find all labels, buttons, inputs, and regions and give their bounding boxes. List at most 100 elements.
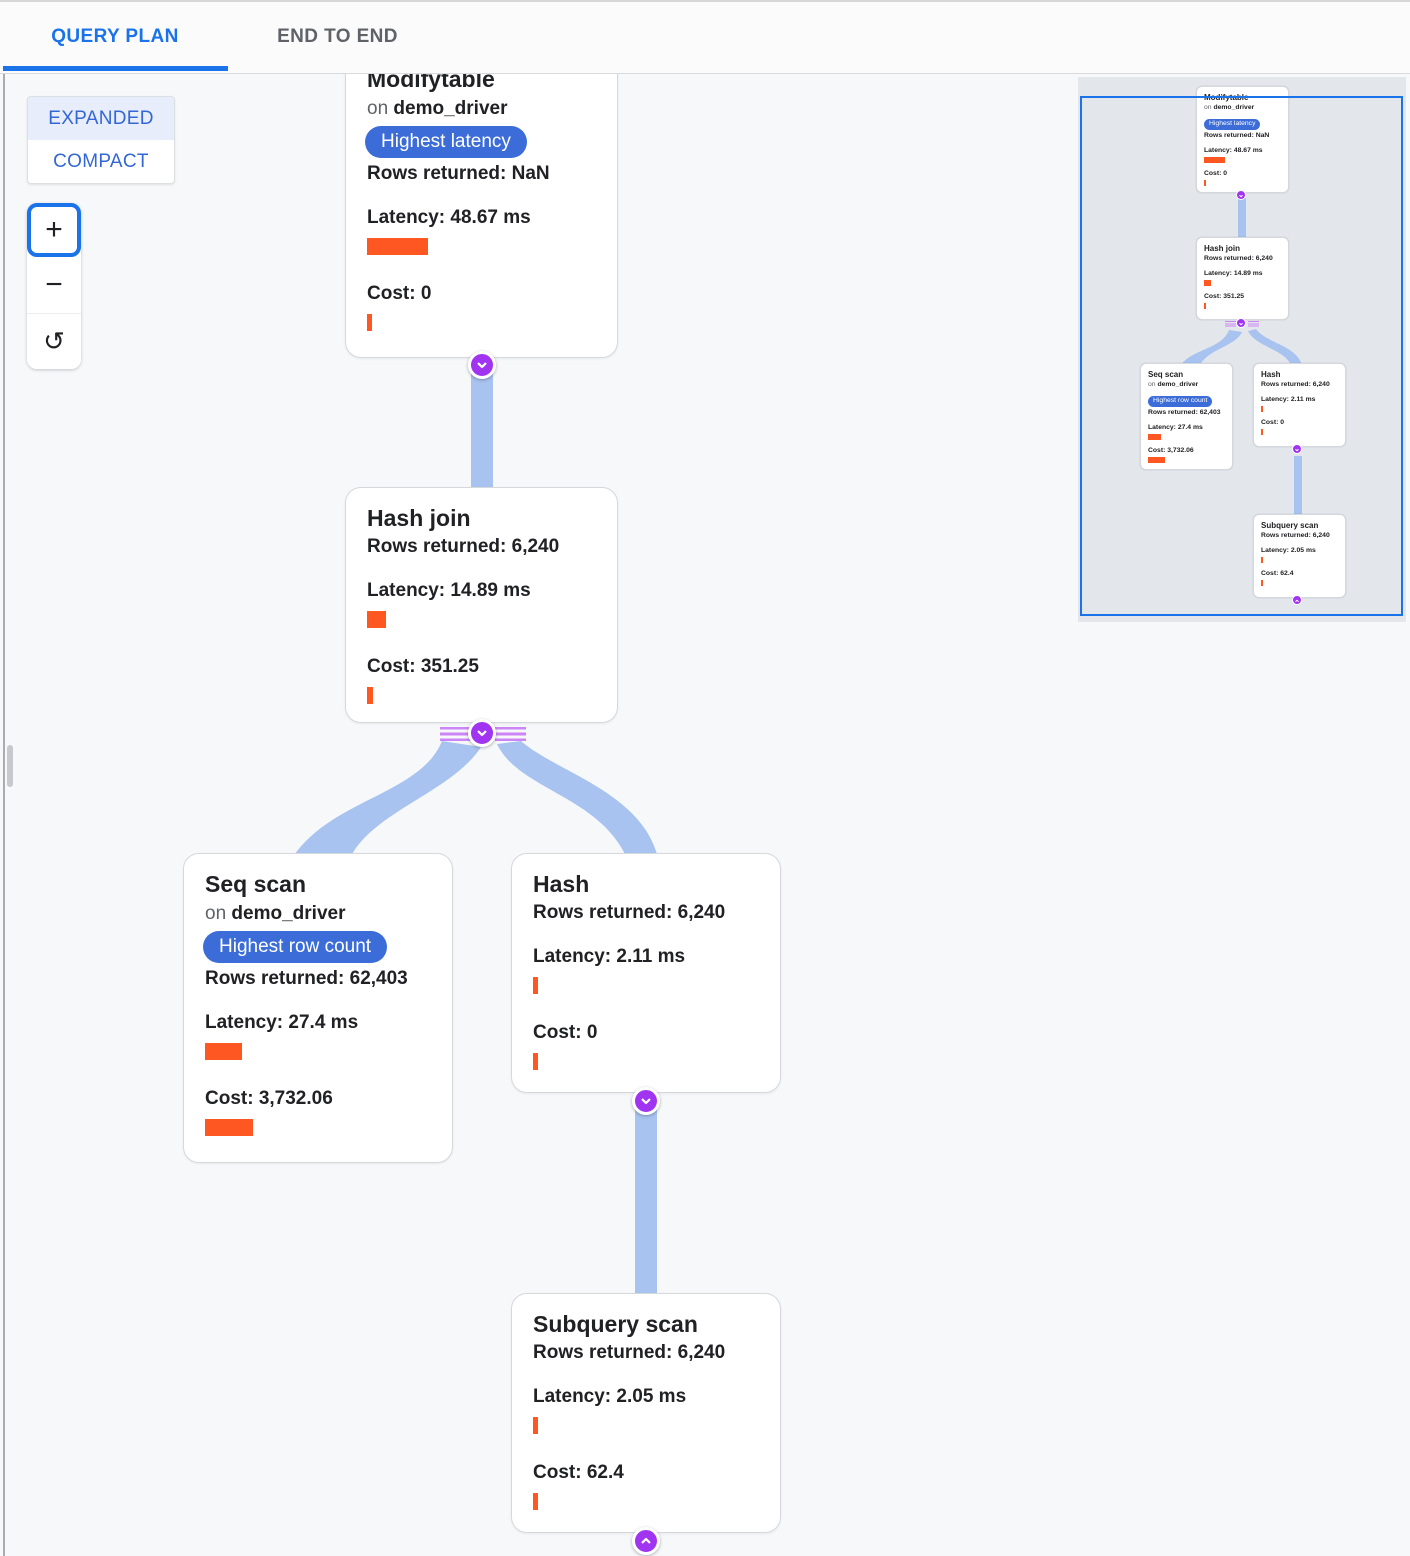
latency-bar (1204, 156, 1226, 163)
latency-bar (533, 977, 538, 994)
cost-label: Cost: 0 (1261, 419, 1285, 426)
plan-node-hash-join[interactable]: Hash join Rows returned: 6,240 Latency: … (345, 487, 618, 723)
minimap-node-hash: Hash Rows returned: 6,240 Latency: 2.11 … (1253, 363, 1346, 447)
node-title: Hash join (1204, 244, 1241, 253)
chevron-down-icon (1238, 314, 1244, 332)
node-title: Hash (1261, 370, 1281, 379)
cost-bar (1204, 303, 1207, 309)
expanded-view-button[interactable]: EXPANDED (28, 97, 174, 140)
latency-label: Latency: 27.4 ms (205, 1012, 359, 1033)
cost-bar (367, 687, 373, 704)
minimap-connector (1236, 190, 1246, 200)
highest-row-count-badge: Highest row count (203, 931, 388, 963)
compact-view-button[interactable]: COMPACT (28, 140, 174, 183)
latency-bar (1148, 433, 1161, 440)
edge-tick-lines (495, 727, 526, 741)
highest-row-count-badge: Highest row count (1148, 395, 1213, 407)
latency-label: Latency: 2.11 ms (1261, 396, 1316, 403)
zoom-controls: + − ↺ (27, 203, 81, 369)
tab-bar: QUERY PLAN END TO END (0, 0, 1410, 74)
rows-returned: Rows returned: 6,240 (1204, 255, 1273, 262)
cost-bar (1204, 179, 1206, 186)
rows-returned: Rows returned: 62,403 (1148, 408, 1221, 416)
minus-icon: − (45, 268, 63, 301)
rows-returned: Rows returned: NaN (1204, 131, 1270, 139)
chevron-down-icon (474, 725, 490, 741)
cost-bar (1261, 580, 1263, 586)
tab-end-to-end[interactable]: END TO END (255, 2, 420, 71)
rows-returned: Rows returned: 6,240 (1261, 532, 1330, 539)
plan-node-seq-scan[interactable]: Seq scan on demo_driver Highest row coun… (183, 853, 453, 1163)
latency-bar (367, 611, 386, 628)
tab-query-plan[interactable]: QUERY PLAN (30, 2, 200, 71)
latency-bar (1261, 557, 1263, 563)
zoom-reset-button[interactable]: ↺ (27, 313, 81, 369)
edge-tick-lines (1225, 321, 1236, 327)
latency-label: Latency: 2.11 ms (533, 946, 686, 967)
cost-label: Cost: 3,732.06 (1148, 446, 1194, 454)
rows-returned: Rows returned: 62,403 (205, 968, 408, 989)
cost-bar (533, 1053, 538, 1070)
cost-label: Cost: 351.25 (367, 656, 479, 677)
minimap-viewport[interactable] (1080, 96, 1403, 616)
cost-label: Cost: 62.4 (1261, 570, 1294, 577)
zoom-out-button[interactable]: − (27, 257, 81, 313)
vertical-scrollbar-thumb[interactable] (7, 745, 13, 787)
plus-icon: + (45, 213, 63, 246)
cost-bar (205, 1119, 253, 1136)
cost-bar (1148, 456, 1165, 463)
cost-label: Cost: 62.4 (533, 1462, 624, 1483)
cost-bar (533, 1493, 538, 1510)
node-title: Subquery scan (533, 1311, 698, 1337)
minimap-edges (1181, 198, 1302, 516)
compact-label: COMPACT (53, 150, 149, 172)
node-title: Hash join (367, 505, 471, 531)
node-table: on demo_driver (1204, 104, 1255, 111)
chevron-down-icon (474, 357, 490, 373)
chevron-up-icon (1294, 591, 1300, 609)
minimap-node-seq-scan: Seq scan on demo_driver Highest row coun… (1140, 363, 1233, 470)
latency-label: Latency: 2.05 ms (533, 1386, 687, 1407)
collapse-hash-join-button[interactable] (468, 719, 496, 747)
latency-label: Latency: 14.89 ms (1204, 270, 1263, 277)
rows-returned: Rows returned: 6,240 (533, 902, 726, 923)
highest-latency-badge: Highest latency (365, 126, 527, 158)
minimap-connector (1292, 595, 1302, 605)
latency-label: Latency: 27.4 ms (1148, 423, 1203, 431)
chevron-down-icon (1294, 440, 1300, 458)
expanded-label: EXPANDED (48, 107, 154, 129)
node-title: Seq scan (205, 871, 306, 897)
node-title: Subquery scan (1261, 521, 1319, 530)
expand-subquery-scan-button[interactable] (632, 1527, 660, 1555)
cost-label: Cost: 0 (1204, 169, 1228, 177)
cost-bar (367, 314, 372, 331)
counterclockwise-arrow-icon: ↺ (43, 326, 65, 356)
minimap[interactable]: Modifytable on demo_driver Highest laten… (1078, 77, 1406, 622)
cost-bar (1261, 429, 1263, 435)
latency-bar (1204, 280, 1211, 286)
tab-label: END TO END (277, 25, 398, 47)
chevron-down-icon (1238, 186, 1244, 204)
zoom-in-button[interactable]: + (27, 203, 81, 257)
plan-node-subquery-scan[interactable]: Subquery scan Rows returned: 6,240 Laten… (511, 1293, 781, 1533)
latency-bar (533, 1417, 538, 1434)
plan-node-hash[interactable]: Hash Rows returned: 6,240 Latency: 2.11 … (511, 853, 781, 1093)
cost-label: Cost: 0 (367, 283, 432, 304)
collapse-modifytable-button[interactable] (468, 351, 496, 379)
node-title: Hash (533, 871, 590, 897)
latency-bar (205, 1043, 242, 1060)
latency-bar (1261, 406, 1263, 412)
minimap-node-hash-join: Hash join Rows returned: 6,240 Latency: … (1196, 237, 1289, 320)
minimap-connector (1292, 444, 1302, 454)
plan-node-modifytable[interactable]: Modifytable on demo_driver Highest laten… (345, 48, 618, 358)
chevron-down-icon (638, 1093, 654, 1109)
node-table: on demo_driver (1148, 381, 1199, 388)
minimap-node-subquery-scan: Subquery scan Rows returned: 6,240 Laten… (1253, 514, 1346, 598)
chevron-up-icon (638, 1533, 654, 1549)
collapse-hash-button[interactable] (632, 1087, 660, 1115)
rows-returned: Rows returned: 6,240 (533, 1342, 726, 1363)
tab-label: QUERY PLAN (51, 25, 179, 47)
rows-returned: Rows returned: 6,240 (367, 536, 560, 557)
minimap-node-modifytable: Modifytable on demo_driver Highest laten… (1196, 86, 1289, 193)
